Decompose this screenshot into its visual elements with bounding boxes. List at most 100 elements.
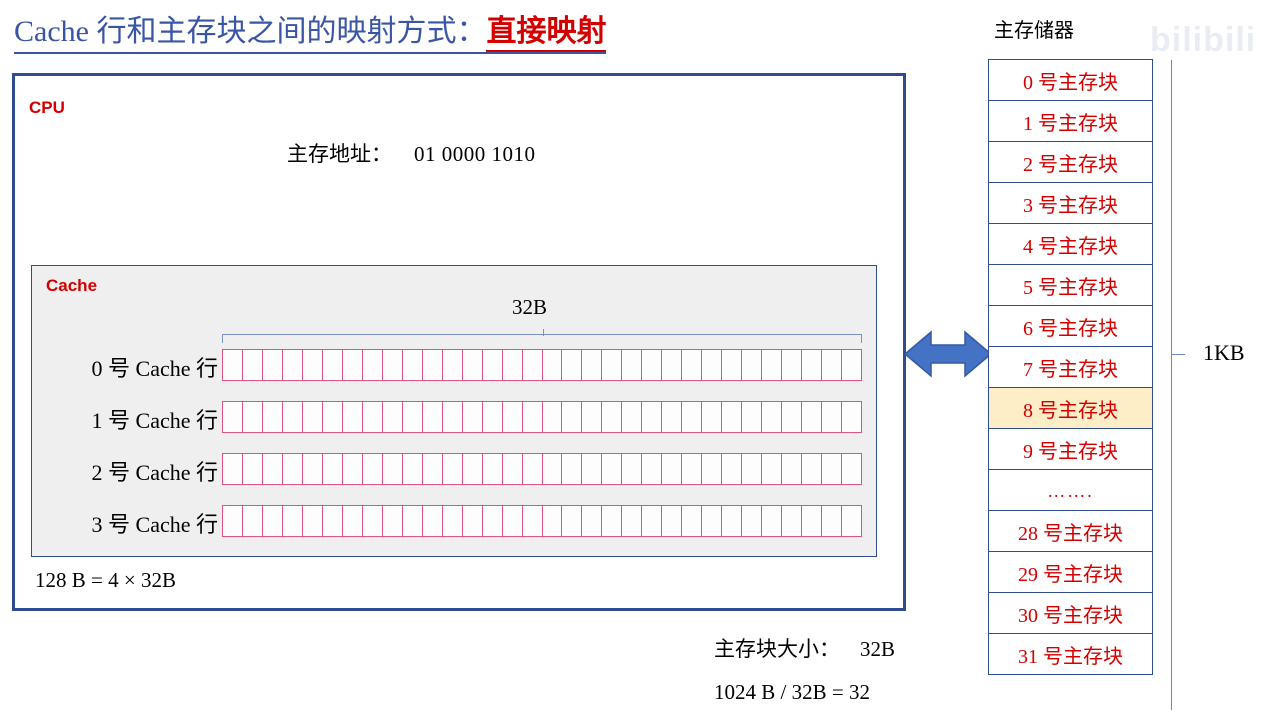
main-memory-address-value: 01 0000 1010 [414,142,536,166]
cache-byte-cell [323,506,343,536]
cache-byte-cell [642,350,663,380]
cache-row-cells [222,453,862,485]
main-memory-block: 7 号主存块 [988,346,1153,388]
cache-byte-cell [742,506,763,536]
main-memory-block: 9 号主存块 [988,428,1153,470]
cache-byte-cell [483,454,503,484]
cache-byte-cell [562,350,583,380]
block-count-note: 1024 B / 32B = 32 [714,680,870,704]
cache-row: 0 号 Cache 行 [32,345,876,397]
main-memory-block: 31 号主存块 [988,633,1153,675]
cache-byte-cell [503,350,523,380]
cpu-box: CPU 主存地址：01 0000 1010 Cache 32B 0 号 Cach… [12,73,906,611]
cache-byte-cell [742,402,763,432]
cache-byte-cell [243,350,263,380]
cache-byte-cell [662,402,683,432]
cache-byte-cell [702,506,723,536]
cache-byte-cell [383,402,403,432]
block-size-note: 主存块大小： 32B [714,633,895,663]
cache-byte-cell [602,402,623,432]
cache-byte-cell [243,506,263,536]
cache-byte-cell [842,506,861,536]
main-memory-address: 主存地址：01 0000 1010 [287,138,536,168]
cache-byte-cell [363,506,383,536]
cache-byte-cell [463,402,483,432]
cache-byte-cell [303,506,323,536]
cache-row-label: 2 号 Cache 行 [91,460,218,485]
cache-byte-cell [383,454,403,484]
cache-byte-cell [443,506,463,536]
cache-byte-cell [503,506,523,536]
cache-byte-cell [263,506,283,536]
cache-byte-cell [782,506,803,536]
cache-byte-cell [523,454,543,484]
cache-byte-cell [702,454,723,484]
cache-byte-cell [443,454,463,484]
page-title-accent: 直接映射 [486,15,607,52]
main-memory-block: 28 号主存块 [988,510,1153,552]
cache-byte-cell [722,350,743,380]
cache-byte-cell [602,506,623,536]
cache-byte-cell [223,350,243,380]
cache-byte-cell [622,454,643,484]
memory-size-bracket-tick [1171,354,1185,355]
cache-byte-cell [682,506,703,536]
cache-byte-cell [343,350,363,380]
main-memory-block-ellipsis: ……. [988,469,1153,511]
cache-byte-cell [682,454,703,484]
cache-row: 1 号 Cache 行 [32,397,876,449]
cache-byte-cell [283,350,303,380]
cpu-label: CPU [29,98,65,117]
cache-byte-cell [323,402,343,432]
cache-total-size: 128 B = 4 × 32B [35,568,176,592]
double-headed-arrow [903,330,993,378]
cache-byte-cell [682,350,703,380]
block-size-note-label: 主存块大小： [714,637,840,661]
cache-byte-cell [562,402,583,432]
cache-byte-cell [463,350,483,380]
cache-byte-cell [383,506,403,536]
cache-byte-cell [822,506,843,536]
cache-row-cells [222,349,862,381]
bilibili-watermark: bilibili [1150,21,1257,59]
cache-byte-cell [463,506,483,536]
cache-byte-cell [443,402,463,432]
cache-byte-cell [622,350,643,380]
cache-byte-cell [483,350,503,380]
cache-byte-cell [403,350,423,380]
cache-byte-cell [742,454,763,484]
cache-byte-cell [602,454,623,484]
cache-byte-cell [702,350,723,380]
cache-byte-cell [722,506,743,536]
cache-byte-cell [423,454,443,484]
cache-byte-cell [283,454,303,484]
main-memory-block: 29 号主存块 [988,551,1153,593]
cache-byte-cell [223,506,243,536]
main-memory-block: 1 号主存块 [988,100,1153,142]
cache-byte-cell [243,454,263,484]
cache-byte-cell [582,402,603,432]
cache-byte-cell [802,454,823,484]
cache-byte-cell [822,350,843,380]
cache-byte-cell [403,506,423,536]
cache-byte-cell [483,402,503,432]
cache-byte-cell [423,506,443,536]
cache-row-cells [222,401,862,433]
cache-byte-cell [343,454,363,484]
cache-byte-cell [443,350,463,380]
block-size-note-value: 32B [860,637,896,661]
cache-byte-cell [363,454,383,484]
cache-byte-cell [642,506,663,536]
cache-byte-cell [742,350,763,380]
cache-byte-cell [582,506,603,536]
cache-byte-cell [622,506,643,536]
cache-byte-cell [782,402,803,432]
cache-byte-cell [842,454,861,484]
cache-byte-cell [662,350,683,380]
cache-byte-cell [483,506,503,536]
cache-byte-cell [662,454,683,484]
cache-byte-cell [682,402,703,432]
